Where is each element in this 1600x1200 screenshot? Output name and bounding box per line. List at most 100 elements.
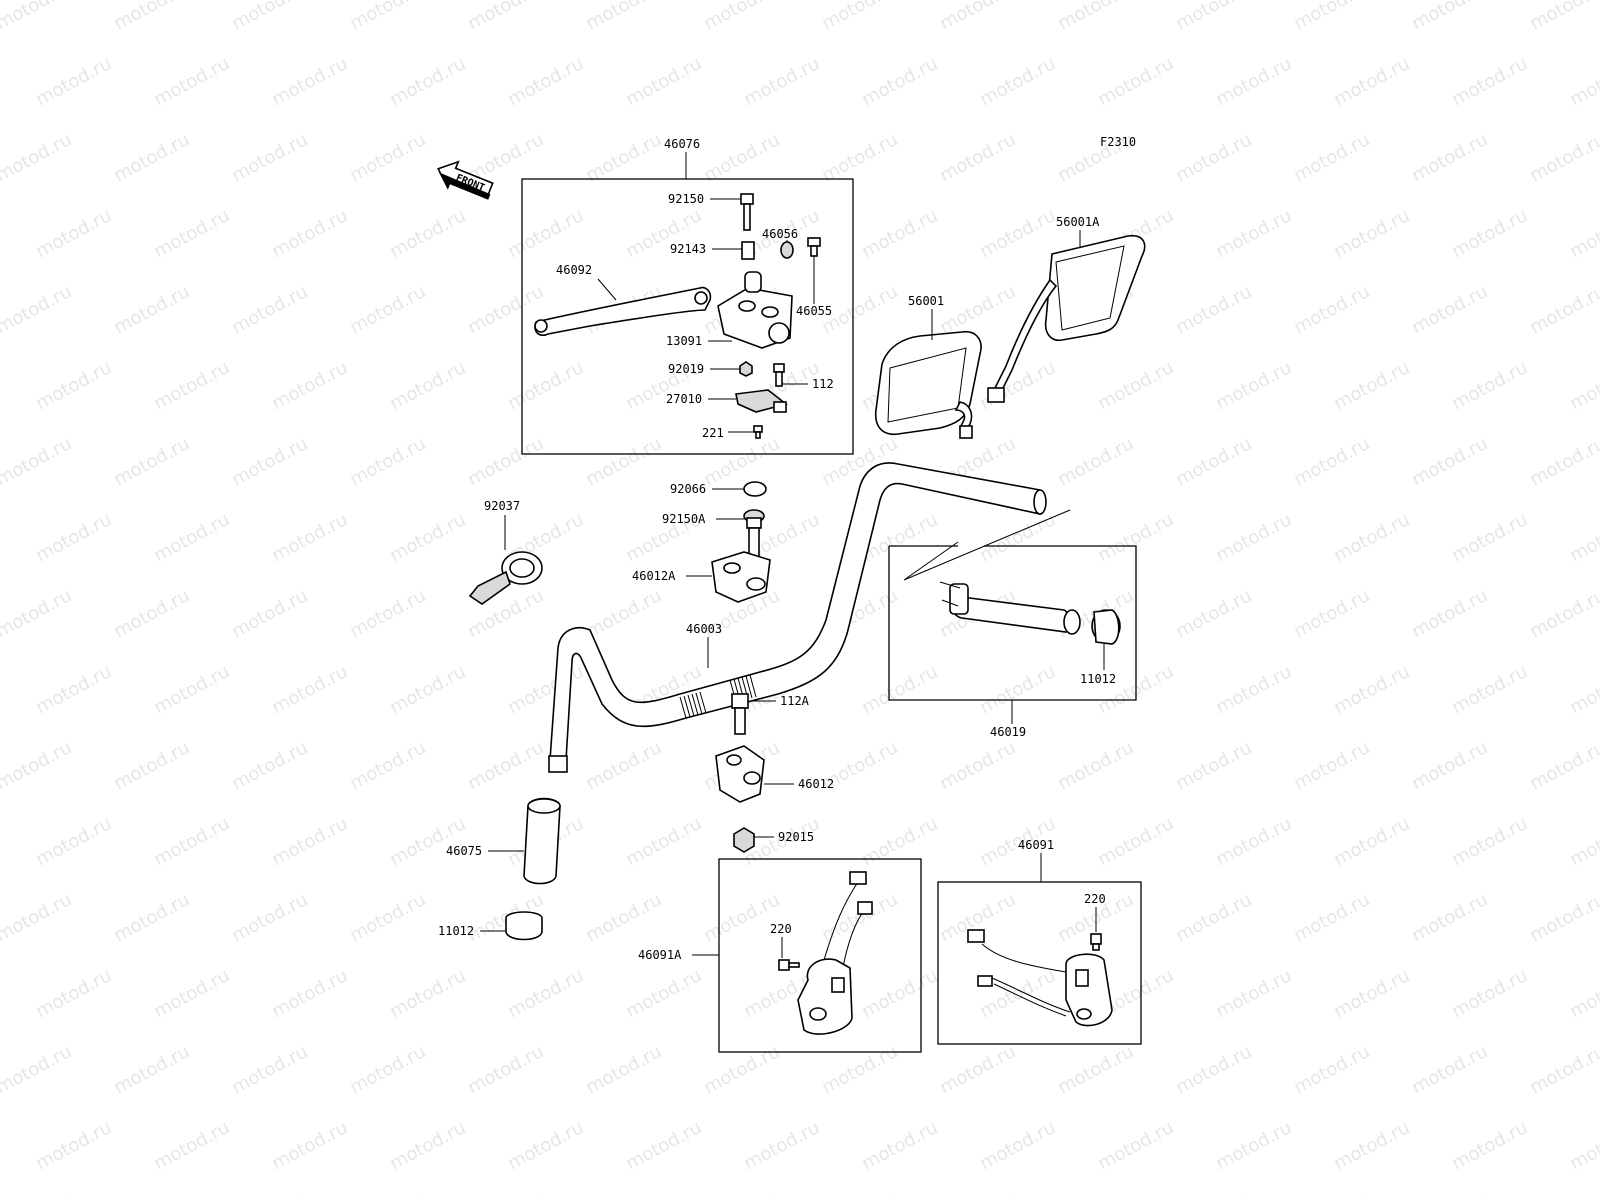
watermark-text: motod.ru — [504, 53, 587, 110]
watermark-text: motod.ru — [858, 661, 941, 718]
watermark-text: motod.ru — [1212, 205, 1295, 262]
watermark-text: motod.ru — [1408, 585, 1491, 642]
watermark-text: motod.ru — [228, 889, 311, 946]
watermark-text: motod.ru — [1408, 1193, 1491, 1200]
label-13091: 13091 — [666, 334, 702, 348]
watermark-text: motod.ru — [858, 205, 941, 262]
watermark-text: motod.ru — [268, 1117, 351, 1174]
watermark-text: motod.ru — [1408, 129, 1491, 186]
watermark-text: motod.ru — [464, 1041, 547, 1098]
label-46012: 46012 — [798, 777, 834, 791]
label-11012-right: 11012 — [1080, 672, 1116, 686]
watermark-text: motod.ru — [582, 129, 665, 186]
watermark-text: motod.ru — [1094, 357, 1177, 414]
watermark-text: motod.ru — [150, 813, 233, 870]
bolt-92150 — [740, 193, 754, 231]
switch-housing-46091A — [797, 871, 873, 1035]
watermark-text: motod.ru — [1212, 357, 1295, 414]
watermark-text: motod.ru — [228, 737, 311, 794]
watermark-text: motod.ru — [1448, 357, 1531, 414]
label-92066: 92066 — [670, 482, 706, 496]
washer-46056 — [780, 241, 794, 259]
watermark-text: motod.ru — [110, 129, 193, 186]
watermark-text: motod.ru — [1172, 1193, 1255, 1200]
watermark-text: motod.ru — [700, 1041, 783, 1098]
watermark-text: motod.ru — [268, 205, 351, 262]
label-92015: 92015 — [778, 830, 814, 844]
label-220-left: 220 — [770, 922, 792, 936]
watermark-text: motod.ru — [150, 509, 233, 566]
watermark-text: motod.ru — [700, 889, 783, 946]
watermark-text: motod.ru — [1330, 357, 1413, 414]
watermark-text: motod.ru — [976, 661, 1059, 718]
screw-220-left — [778, 959, 800, 971]
watermark-text: motod.ru — [268, 509, 351, 566]
watermark-text: motod.ru — [622, 965, 705, 1022]
watermark-text: motod.ru — [582, 889, 665, 946]
label-46055: 46055 — [796, 304, 832, 318]
watermark-text: motod.ru — [0, 281, 75, 338]
screw-220-right — [1090, 933, 1102, 951]
watermark-text: motod.ru — [582, 1041, 665, 1098]
watermark-text: motod.ru — [150, 205, 233, 262]
watermark-text: motod.ru — [1408, 281, 1491, 338]
watermark-text: motod.ru — [504, 1117, 587, 1174]
watermark-text: motod.ru — [818, 1193, 901, 1200]
watermark-text: motod.ru — [1526, 281, 1600, 338]
end-cap-11012-right — [1091, 609, 1121, 645]
watermark-text: motod.ru — [1172, 737, 1255, 794]
watermark-text: motod.ru — [346, 889, 429, 946]
watermark-text: motod.ru — [1330, 205, 1413, 262]
watermark-text: motod.ru — [0, 129, 75, 186]
watermark-text: motod.ru — [858, 813, 941, 870]
watermark-text: motod.ru — [228, 433, 311, 490]
weight-92037 — [468, 551, 543, 605]
bolt-92150A — [743, 509, 765, 559]
watermark-text: motod.ru — [1290, 281, 1373, 338]
watermark-text: motod.ru — [700, 1193, 783, 1200]
watermark-text: motod.ru — [346, 585, 429, 642]
nut-92019 — [739, 361, 753, 377]
nut-92015 — [733, 827, 755, 853]
watermark-text: motod.ru — [32, 965, 115, 1022]
watermark-text: motod.ru — [32, 509, 115, 566]
watermark-text: motod.ru — [858, 965, 941, 1022]
watermark-text: motod.ru — [1290, 129, 1373, 186]
watermark-text: motod.ru — [1330, 53, 1413, 110]
collar-92143 — [741, 241, 755, 260]
watermark-text: motod.ru — [582, 0, 665, 34]
watermark-text: motod.ru — [110, 889, 193, 946]
label-220-right: 220 — [1084, 892, 1106, 906]
watermark-text: motod.ru — [0, 1193, 75, 1200]
watermark-text: motod.ru — [740, 53, 823, 110]
front-arrow: FRONT — [437, 160, 494, 200]
label-46056: 46056 — [762, 227, 798, 241]
watermark-text: motod.ru — [32, 53, 115, 110]
label-92143: 92143 — [670, 242, 706, 256]
watermark-text: motod.ru — [1330, 813, 1413, 870]
watermark-text: motod.ru — [976, 509, 1059, 566]
screw-46055 — [807, 237, 821, 257]
watermark-text: motod.ru — [622, 53, 705, 110]
watermark-text: motod.ru — [110, 433, 193, 490]
watermark-text: motod.ru — [700, 433, 783, 490]
watermark-text: motod.ru — [1212, 509, 1295, 566]
watermark-text: motod.ru — [1566, 661, 1600, 718]
watermark-text: motod.ru — [32, 1117, 115, 1174]
label-46019: 46019 — [990, 725, 1026, 739]
watermark-text: motod.ru — [936, 1193, 1019, 1200]
watermark-text: motod.ru — [1526, 129, 1600, 186]
watermark-text: motod.ru — [1290, 737, 1373, 794]
watermark-text: motod.ru — [1526, 585, 1600, 642]
watermark-text: motod.ru — [858, 1117, 941, 1174]
watermark-text: motod.ru — [110, 0, 193, 34]
watermark-text: motod.ru — [1526, 1193, 1600, 1200]
watermark-text: motod.ru — [1408, 889, 1491, 946]
watermark-text: motod.ru — [0, 0, 75, 34]
watermark-text: motod.ru — [346, 737, 429, 794]
watermark-text: motod.ru — [150, 1117, 233, 1174]
watermark-text: motod.ru — [504, 661, 587, 718]
watermark-text: motod.ru — [110, 1193, 193, 1200]
label-46091: 46091 — [1018, 838, 1054, 852]
